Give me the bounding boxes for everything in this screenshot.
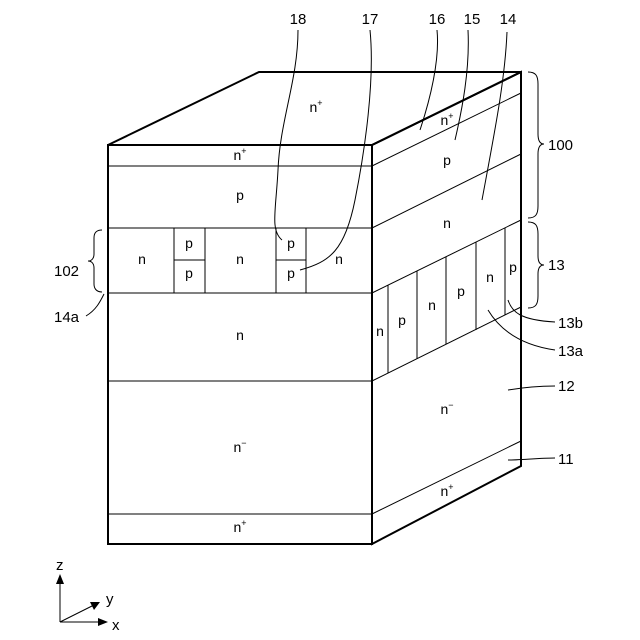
ref-14: 14 <box>500 11 517 28</box>
x-arrow-icon <box>98 618 108 626</box>
block-outline <box>108 72 521 544</box>
front-face <box>108 145 372 544</box>
ref-12: 12 <box>558 378 575 395</box>
side-col3-label: n <box>428 297 436 313</box>
side-n-layer-label: n <box>443 215 451 231</box>
front-n-plus-top-label: n+ <box>233 146 246 163</box>
ref-100: 100 <box>548 137 573 154</box>
front-p-layer-label: p <box>236 187 244 203</box>
brace-13 <box>528 222 544 308</box>
z-arrow-icon <box>56 574 64 584</box>
x-axis-label: x <box>112 617 120 634</box>
ref-17: 17 <box>362 11 379 28</box>
front-sj-pa-bottom-label: p <box>185 265 193 281</box>
side-col4-label: p <box>457 283 465 299</box>
ref-11: 11 <box>558 451 574 468</box>
side-col1-label: n <box>376 323 384 339</box>
ref-102: 102 <box>54 263 79 280</box>
brace-102 <box>88 230 102 292</box>
front-n-minus-label: n− <box>233 438 246 455</box>
ref-15: 15 <box>464 11 481 28</box>
front-sj-pa-top-label: p <box>185 235 193 251</box>
side-n-minus-label: n− <box>440 400 453 417</box>
y-axis-label: y <box>106 591 114 608</box>
ref-16: 16 <box>429 11 446 28</box>
front-n-layer-label: n <box>236 327 244 343</box>
front-sj-n2-label: n <box>236 251 244 267</box>
ref-13: 13 <box>548 257 565 274</box>
front-labels: n+ n+ p n p p n p p n n n− n+ <box>138 98 343 535</box>
top-n-plus-label: n+ <box>309 98 322 115</box>
leader-lines <box>86 30 555 460</box>
front-n-plus-bottom-label: n+ <box>233 518 246 535</box>
front-sj-pb-top-label: p <box>287 235 295 251</box>
ref-13b: 13b <box>558 315 583 332</box>
side-labels: n+ p n n p n p n p n− n+ <box>376 111 517 499</box>
ref-13a: 13a <box>558 343 584 360</box>
z-axis-label: z <box>56 557 64 574</box>
side-n-plus-bottom-label: n+ <box>440 482 453 499</box>
front-sj-n3-label: n <box>335 251 343 267</box>
front-sj-n1-label: n <box>138 251 146 267</box>
y-axis <box>60 604 96 622</box>
brace-100 <box>528 72 544 218</box>
side-col5-label: n <box>486 269 494 285</box>
side-n-plus-top-label: n+ <box>440 111 453 128</box>
side-col6-label: p <box>509 259 517 275</box>
ref-18: 18 <box>290 11 307 28</box>
front-sj-pb-bottom-label: p <box>287 265 295 281</box>
axes-indicator: z y x <box>56 557 120 634</box>
side-p-layer-label: p <box>443 152 451 168</box>
side-col2-label: p <box>398 312 406 328</box>
ref-14a: 14a <box>54 309 80 326</box>
